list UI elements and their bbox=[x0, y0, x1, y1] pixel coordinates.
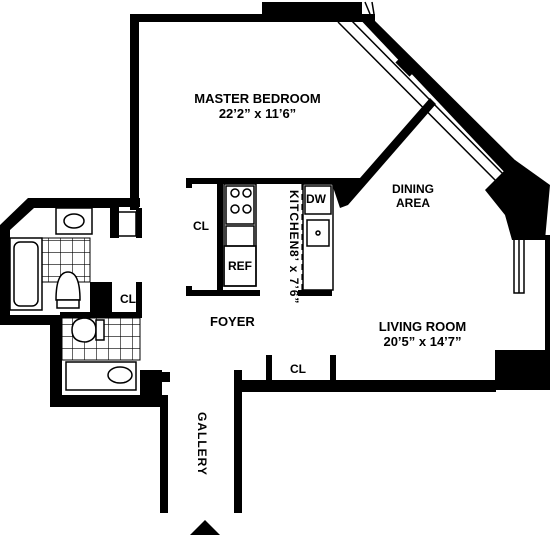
living-room-dims: 20’5” x 14’7” bbox=[383, 333, 462, 349]
interior-walls bbox=[60, 98, 436, 385]
kitchen-counter-left bbox=[223, 183, 257, 287]
kitchen-name: KITCHEN bbox=[287, 189, 301, 250]
dining-name-2: AREA bbox=[395, 195, 430, 210]
kitchen-dims: 8’ x 7’6” bbox=[287, 249, 301, 305]
diagonal-window bbox=[337, 1, 507, 186]
foyer-label: FOYER bbox=[210, 314, 255, 329]
master-bedroom-name: MASTER BEDROOM bbox=[194, 91, 321, 106]
dining-name: DINING bbox=[392, 182, 434, 196]
refrigerator-label: REF bbox=[228, 259, 252, 273]
master-bedroom-dims: 22’2” x 11’6” bbox=[218, 105, 297, 121]
bath-closet-label: CL bbox=[120, 292, 136, 306]
gallery-label: GALLERY bbox=[194, 412, 209, 476]
living-room-label: LIVING ROOM 20’5” x 14’7” bbox=[365, 319, 480, 350]
exterior-walls bbox=[0, 2, 550, 513]
upper-bath-fixtures bbox=[9, 207, 93, 311]
kitchen-counter-right bbox=[302, 183, 334, 291]
window-mullions bbox=[395, 56, 450, 107]
lower-bath-fixtures bbox=[65, 317, 137, 391]
kitchen-label: KITCHEN 8’ x 7’6” bbox=[270, 190, 301, 305]
kitchen-closet-label: CL bbox=[193, 219, 209, 233]
living-room-name: LIVING ROOM bbox=[378, 319, 467, 334]
living-room-window bbox=[513, 237, 525, 294]
dining-area-label: DINING AREA bbox=[378, 182, 448, 211]
counter-edges bbox=[221, 184, 303, 290]
stove-burners bbox=[230, 188, 252, 214]
dishwasher-label: DW bbox=[306, 192, 326, 206]
master-bedroom-label: MASTER BEDROOM 22’2” x 11’6” bbox=[180, 91, 335, 122]
entry-arrow bbox=[190, 520, 220, 535]
foyer-closet-label: CL bbox=[290, 362, 306, 376]
bath-closet bbox=[113, 211, 137, 237]
